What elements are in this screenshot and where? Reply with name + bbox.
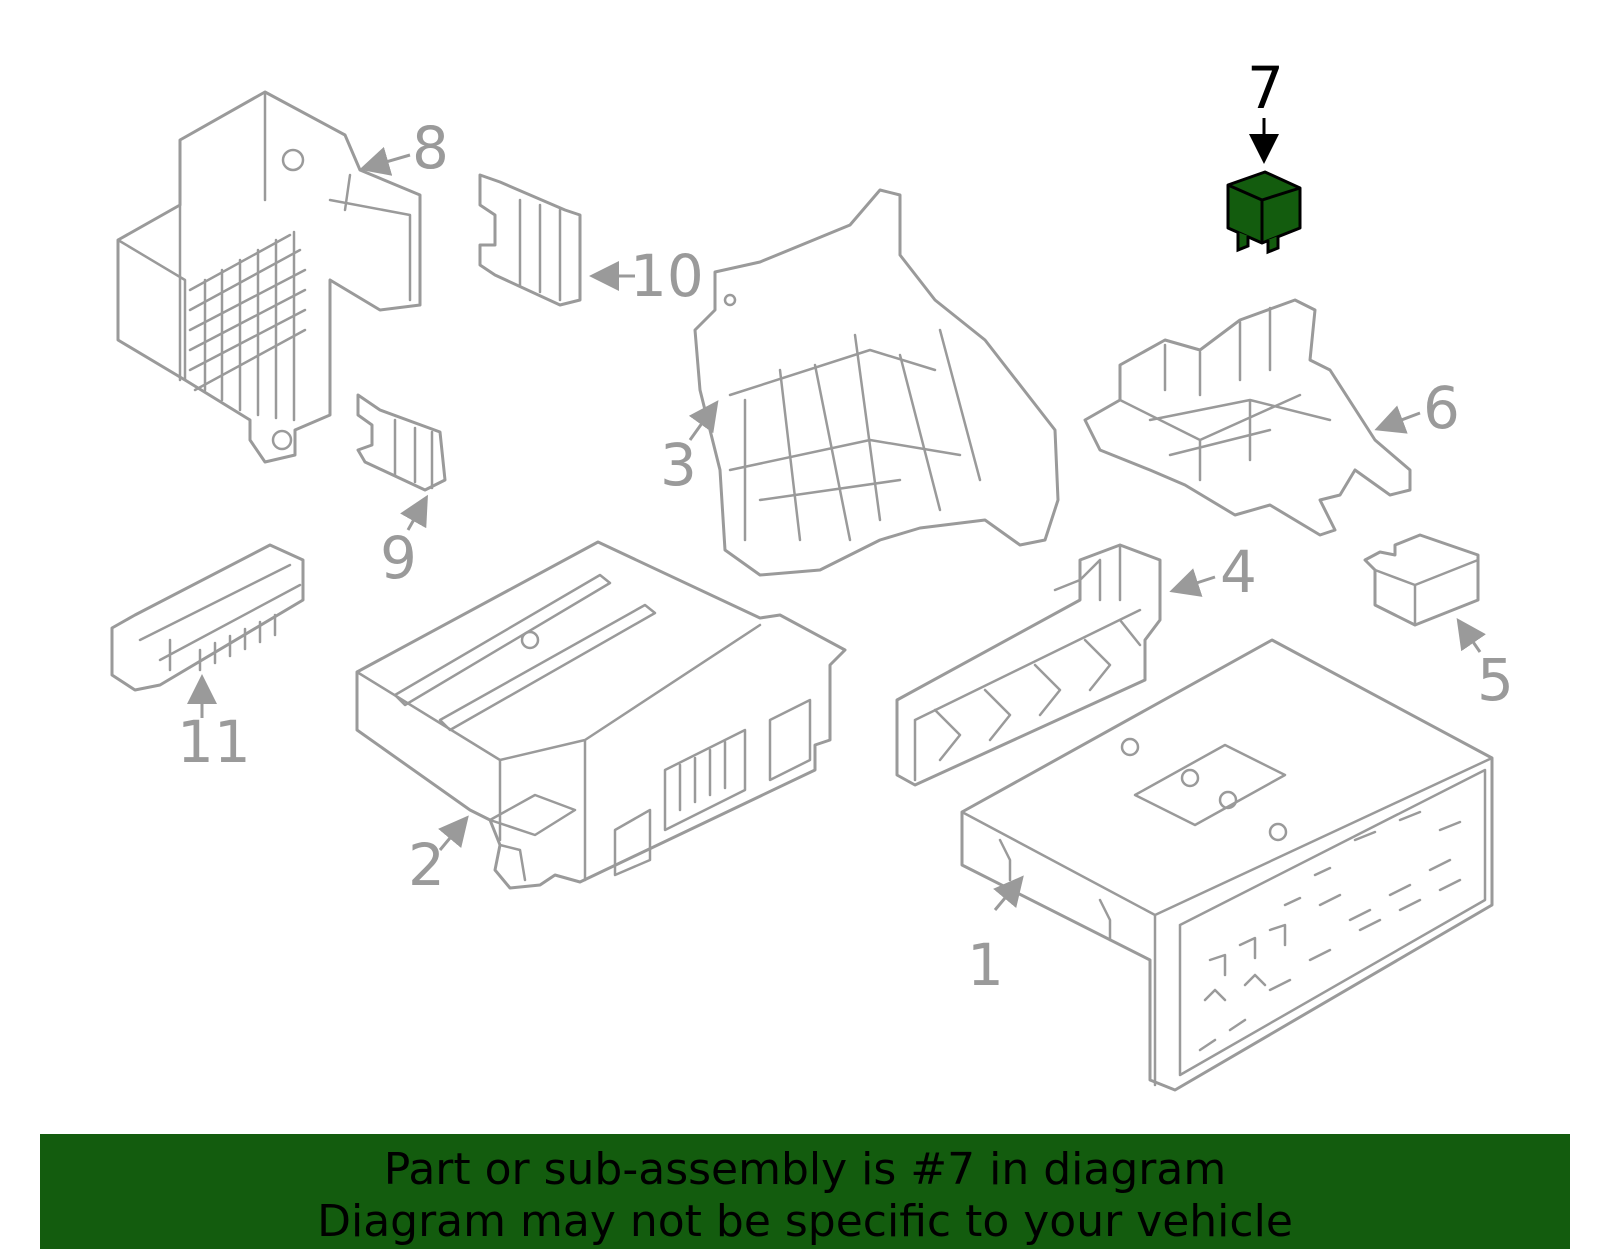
part-11-holder-clip[interactable]	[110, 543, 305, 692]
callout-8[interactable]: 8	[412, 114, 449, 182]
callout-1[interactable]: 1	[967, 931, 1004, 999]
callout-9[interactable]: 9	[380, 524, 417, 592]
info-banner: Part or sub-assembly is #7 in diagram Di…	[40, 1134, 1570, 1249]
callout-11[interactable]: 11	[177, 708, 251, 776]
part-8-fuse-box-housing[interactable]	[116, 90, 422, 464]
part-9-mini-fuse[interactable]	[356, 393, 447, 492]
part-3-bracket-carrier[interactable]	[693, 188, 1060, 577]
part-7-relay[interactable]	[1226, 170, 1302, 255]
leader-lines	[187, 118, 1486, 911]
part-5-small-module[interactable]	[1363, 533, 1480, 627]
callout-7[interactable]: 7	[1247, 54, 1284, 122]
callouts: 1 2 3 4 5 6 7 8 9 10 11	[177, 54, 1514, 999]
banner-line-part: Part or sub-assembly is #7 in diagram	[383, 1144, 1227, 1195]
part-2-control-module[interactable]	[355, 540, 847, 890]
banner-line-disclaimer: Diagram may not be specific to your vehi…	[317, 1196, 1293, 1247]
callout-5[interactable]: 5	[1477, 646, 1514, 714]
callout-2[interactable]: 2	[408, 831, 445, 899]
callout-3[interactable]: 3	[660, 431, 697, 499]
callout-10[interactable]: 10	[630, 242, 704, 310]
callout-4[interactable]: 4	[1220, 538, 1257, 606]
part-10-blade-fuse[interactable]	[478, 173, 582, 307]
part-6-relay-carrier[interactable]	[1083, 298, 1412, 537]
part-4-fuse-strip[interactable]	[895, 543, 1162, 787]
callout-6[interactable]: 6	[1423, 374, 1460, 442]
part-1-main-fuse-box[interactable]	[960, 638, 1494, 1092]
